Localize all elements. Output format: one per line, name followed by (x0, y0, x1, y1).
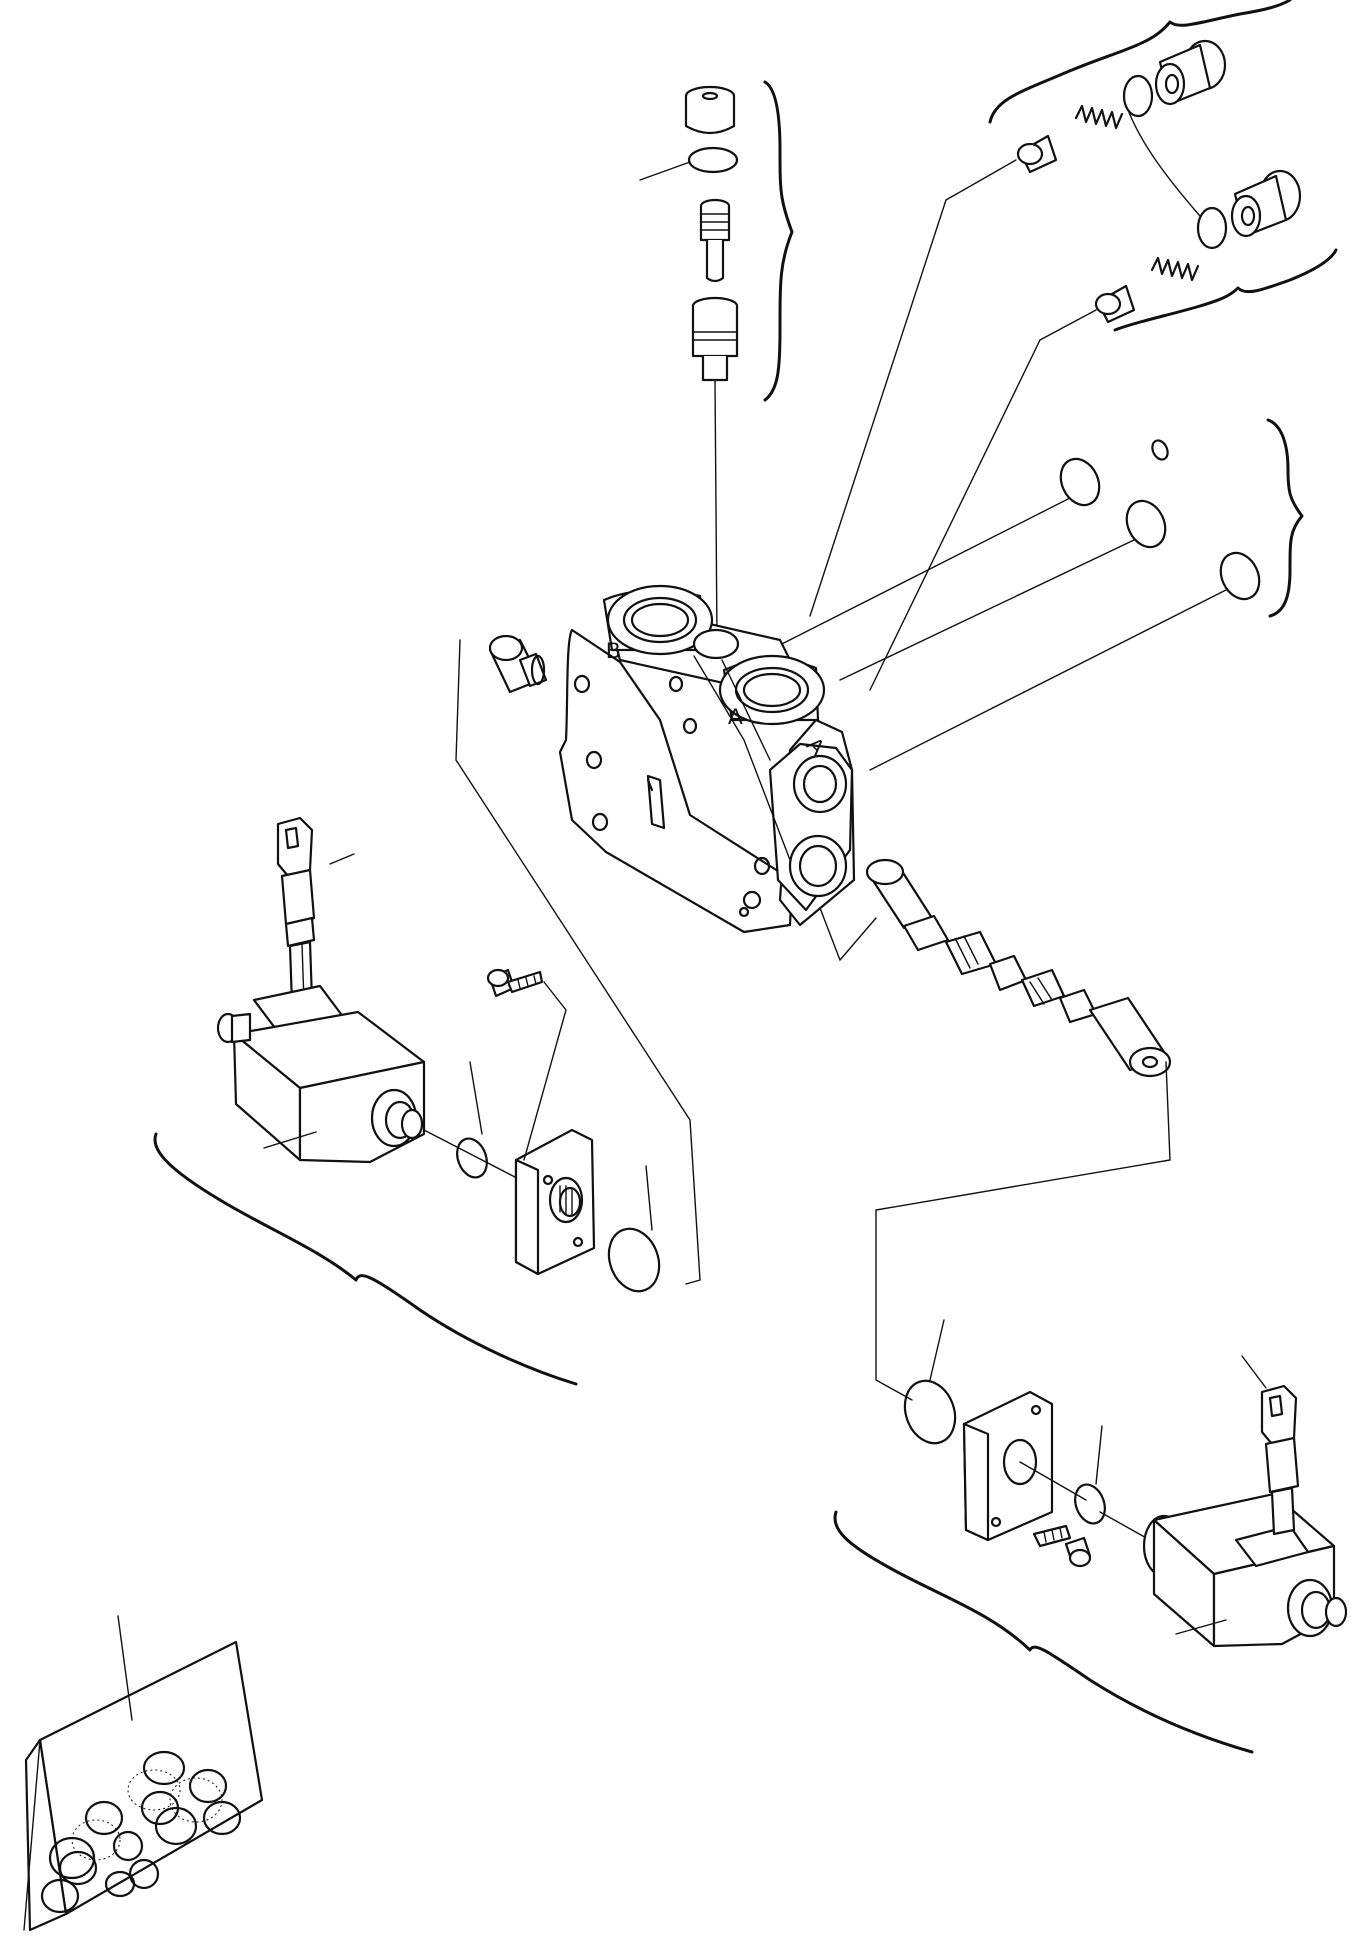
leader-lines-body (769, 159, 1227, 771)
threaded-stem (699, 198, 731, 283)
solenoid-coil-left (216, 984, 426, 1164)
poppet-upper (1016, 134, 1058, 174)
valve-body: B A A (558, 584, 856, 934)
label-port-b: B (606, 638, 621, 663)
adapter-plate-right (962, 1390, 1054, 1542)
group-brace-lower (1113, 248, 1338, 332)
plug-lower (1230, 169, 1302, 238)
adapter-plate-left (514, 1128, 596, 1276)
vertical-cartridge-stack (639, 80, 794, 641)
leader-spool-right (875, 1061, 1171, 1401)
connector-left (276, 816, 355, 1006)
solenoid-coil-right (1142, 1492, 1348, 1648)
o-ring-top (687, 146, 739, 174)
spool (819, 858, 1172, 1078)
port-b-bore (606, 584, 714, 656)
o-ring-lower-right (1196, 206, 1228, 250)
center-port (692, 628, 740, 660)
o-ring-solenoid-left (456, 1137, 488, 1179)
o-ring-plate-right (903, 1379, 957, 1445)
label-port-a-top: A (728, 704, 743, 729)
o-ring-group-right (1059, 418, 1304, 618)
o-ring-1 (1059, 457, 1101, 507)
spring-lower (1150, 256, 1200, 282)
o-ring-plate-left (607, 1227, 661, 1293)
side-plug-left (488, 634, 548, 694)
seal-rings (40, 1750, 242, 1914)
bolt-left (486, 968, 567, 1161)
bolt-right (1032, 1524, 1092, 1568)
check-valve-group-lower (1094, 109, 1338, 332)
group-brace-solenoid-left (153, 1132, 578, 1386)
group-brace-o-rings (1266, 418, 1304, 618)
port-a-bore (718, 654, 826, 726)
group-brace-solenoid-right (833, 1510, 1254, 1754)
spring-upper (1074, 104, 1124, 130)
poppet-lower (1094, 284, 1136, 324)
seal-kit-bag (23, 1615, 264, 1932)
o-ring-solenoid-right (1074, 1483, 1106, 1525)
solenoid-assembly-right (833, 1319, 1348, 1754)
o-ring-3 (1219, 551, 1261, 601)
side-port-lower (788, 834, 848, 898)
leader-cartridge (714, 379, 718, 641)
leader-spool (819, 907, 877, 962)
check-valve-group-upper (988, 0, 1292, 174)
o-ring-small (1151, 439, 1169, 461)
side-port-upper (792, 754, 848, 814)
group-brace-upper (988, 0, 1292, 124)
cap-top (684, 85, 736, 135)
solenoid-assembly-left (153, 816, 661, 1386)
plug-upper (1154, 39, 1227, 106)
o-ring-2 (1125, 499, 1167, 549)
leader-left-plug (455, 639, 701, 1285)
connector-right (1241, 1355, 1300, 1536)
group-brace-cartridge (763, 80, 794, 402)
o-ring-upper-right (1122, 74, 1154, 118)
valve-sleeve-top (691, 296, 739, 382)
